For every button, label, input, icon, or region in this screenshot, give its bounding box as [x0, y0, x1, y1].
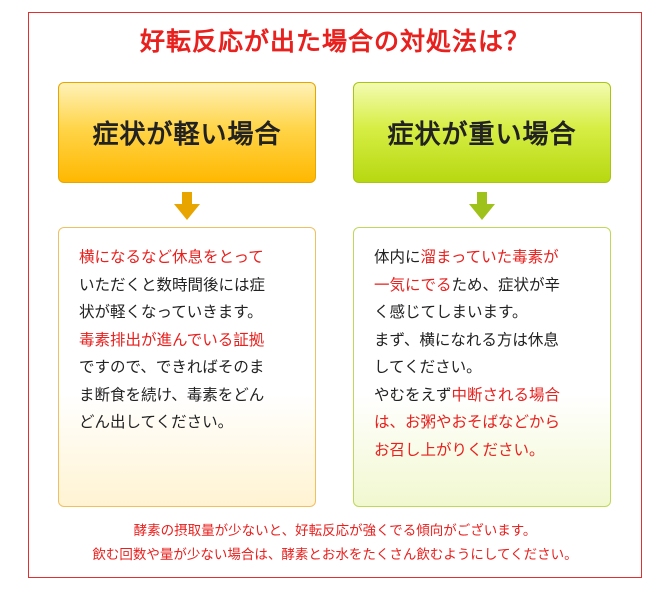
- text-line: 横になるなど休息をとって: [79, 244, 301, 272]
- highlight-text: は、お粥やおそばなどから: [374, 413, 561, 431]
- highlight-text: 一気にでる: [374, 275, 452, 294]
- body-text: く感じてしまいます。: [374, 303, 528, 321]
- text-line: お召し上がりください。: [374, 437, 596, 465]
- text-line: どん出してください。: [79, 409, 301, 437]
- text-line: ですので、できればそのま: [79, 354, 301, 382]
- mild-symptoms-heading-label: 症状が軽い場合: [92, 120, 282, 150]
- text-line: く感じてしまいます。: [374, 299, 596, 327]
- highlight-text: 毒素排出が進んでいる証拠: [79, 330, 265, 349]
- footer-note-1: 酵素の摂取量が少ないと、好転反応が強くでる傾向がございます。: [133, 523, 537, 539]
- highlight-text: 横になるなど休息をとって: [79, 248, 264, 266]
- text-line: してください。: [374, 354, 596, 382]
- text-line: 体内に溜まっていた毒素が: [374, 244, 596, 272]
- highlight-text: 溜まっていた毒素が: [420, 248, 559, 266]
- body-text: ですので、できればそのま: [79, 358, 265, 376]
- body-text: してください。: [374, 358, 482, 376]
- highlight-text: 中断される場合: [451, 385, 561, 404]
- severe-symptoms-card: 体内に溜まっていた毒素が一気にでるため、症状が辛く感じてしまいます。まず、横にな…: [353, 227, 611, 507]
- text-line: やむをえず中断される場合: [374, 382, 596, 410]
- severe-symptoms-heading: 症状が重い場合: [353, 82, 611, 183]
- text-line: いただくと数時間後には症: [79, 272, 301, 300]
- body-text: いただくと数時間後には症: [79, 275, 266, 294]
- body-text: ため、症状が辛: [451, 275, 561, 294]
- mild-symptoms-card: 横になるなど休息をとっていただくと数時間後には症状が軽くなっていきます。毒素排出…: [58, 227, 316, 507]
- text-line: まず、横になれる方は休息: [374, 327, 596, 355]
- body-text: まず、横になれる方は休息: [374, 330, 559, 349]
- body-text: 状が軽くなっていきます。: [79, 303, 263, 321]
- mild-symptoms-text: 横になるなど休息をとっていただくと数時間後には症状が軽くなっていきます。毒素排出…: [79, 244, 301, 437]
- body-text: どん出してください。: [79, 413, 234, 431]
- text-line: 一気にでるため、症状が辛: [374, 272, 596, 300]
- mild-symptoms-heading: 症状が軽い場合: [58, 82, 316, 183]
- text-line: は、お粥やおそばなどから: [374, 409, 596, 437]
- page-title: 好転反応が出た場合の対処法は？: [139, 27, 530, 56]
- severe-symptoms-text: 体内に溜まっていた毒素が一気にでるため、症状が辛く感じてしまいます。まず、横にな…: [374, 244, 596, 464]
- arrow-down-icon: [174, 192, 200, 220]
- body-text: 体内に: [374, 248, 421, 266]
- body-text: ま断食を続け、毒素をどん: [79, 385, 265, 404]
- body-text: やむをえず: [374, 385, 452, 404]
- text-line: 毒素排出が進んでいる証拠: [79, 327, 301, 355]
- text-line: 状が軽くなっていきます。: [79, 299, 301, 327]
- severe-symptoms-heading-label: 症状が重い場合: [387, 120, 577, 150]
- text-line: ま断食を続け、毒素をどん: [79, 382, 301, 410]
- highlight-text: お召し上がりください。: [374, 440, 545, 459]
- arrow-down-icon: [469, 192, 495, 220]
- footer-note-2: 飲む回数や量が少ない場合は、酵素とお水をたくさん飲むようにしてください。: [92, 547, 578, 563]
